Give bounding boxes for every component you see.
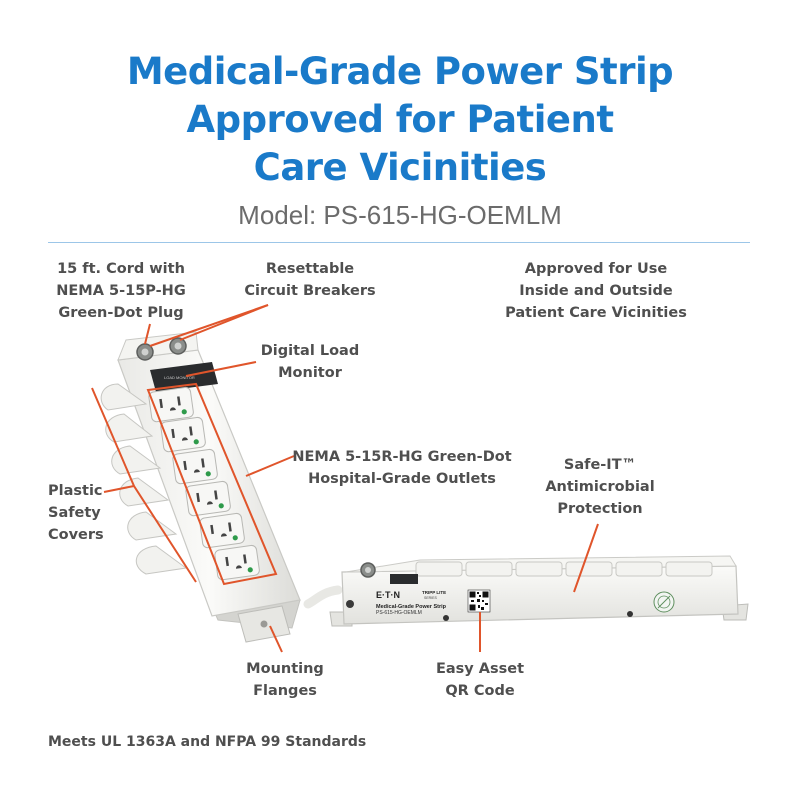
sub-brand: TRIPP LITE — [422, 590, 446, 595]
label-breakers: Resettable Circuit Breakers — [244, 261, 376, 299]
label-antimicrobial: Safe-IT™ Antimicrobial Protection — [545, 457, 655, 517]
title-line-1: Medical-Grade Power Strip — [126, 50, 674, 93]
vertical-power-strip: LOAD MONITOR — [100, 331, 301, 643]
outlet-2 — [160, 416, 206, 453]
cord-grommet — [346, 600, 354, 608]
digital-load-monitor — [150, 362, 218, 392]
outlet-5 — [199, 512, 245, 549]
flange-hole — [260, 620, 268, 628]
page-title: Medical-Grade Power Strip Approved for P… — [0, 48, 800, 192]
callout-breaker-2 — [179, 304, 269, 341]
product-name-label: Medical-Grade Power Strip — [376, 604, 447, 610]
screw-hole — [627, 611, 633, 617]
callout-cord — [144, 323, 151, 345]
label-outlets: NEMA 5-15R-HG Green-Dot Hospital-Grade O… — [292, 449, 512, 487]
callout-lines — [91, 304, 599, 653]
callout-load-monitor — [185, 361, 257, 377]
sub-brand-series: SERIES — [424, 596, 438, 600]
horizontal-breaker — [360, 562, 376, 578]
title-line-3: Care Vicinities — [253, 146, 547, 189]
monitor-label: LOAD MONITOR — [164, 375, 195, 380]
power-cord — [303, 585, 343, 609]
label-flanges: Mounting Flanges — [246, 661, 324, 699]
divider — [48, 242, 750, 243]
standards-footer: Meets UL 1363A and NFPA 99 Standards — [48, 734, 367, 750]
callout-outlets — [245, 455, 295, 477]
label-qr: Easy Asset QR Code — [435, 661, 525, 699]
brand-logo: E·T·N — [376, 590, 400, 600]
screw-hole — [443, 615, 449, 621]
product-model-label: PS-615-HG-OEMLM — [376, 610, 422, 616]
qr-code — [467, 589, 491, 613]
label-covers: Plastic Safety Covers — [48, 483, 104, 543]
callout-covers — [103, 485, 135, 493]
model-number: Model: PS-615-HG-OEMLM — [238, 200, 562, 230]
label-approved: Approved for Use Inside and Outside Pati… — [505, 261, 687, 321]
callout-antimicrobial — [573, 523, 599, 593]
label-load-monitor: Digital Load Monitor — [260, 343, 360, 381]
title-line-2: Approved for Patient — [186, 98, 614, 141]
callout-flanges — [269, 625, 283, 653]
callout-outlet-bracket — [146, 382, 278, 586]
antimicrobial-badge — [653, 591, 675, 613]
outlet-3 — [172, 448, 218, 485]
plastic-safety-covers — [100, 383, 188, 575]
outlet-1 — [148, 386, 194, 423]
outlet-column — [148, 386, 260, 581]
label-cord: 15 ft. Cord with NEMA 5-15P-HG Green-Dot… — [56, 261, 186, 321]
circuit-breaker-2 — [169, 337, 187, 355]
horizontal-covers — [415, 561, 713, 577]
outlet-4 — [185, 480, 231, 517]
horizontal-monitor — [390, 574, 418, 584]
horizontal-power-strip: E·T·N TRIPP LITE SERIES Medical-Grade Po… — [303, 555, 749, 627]
